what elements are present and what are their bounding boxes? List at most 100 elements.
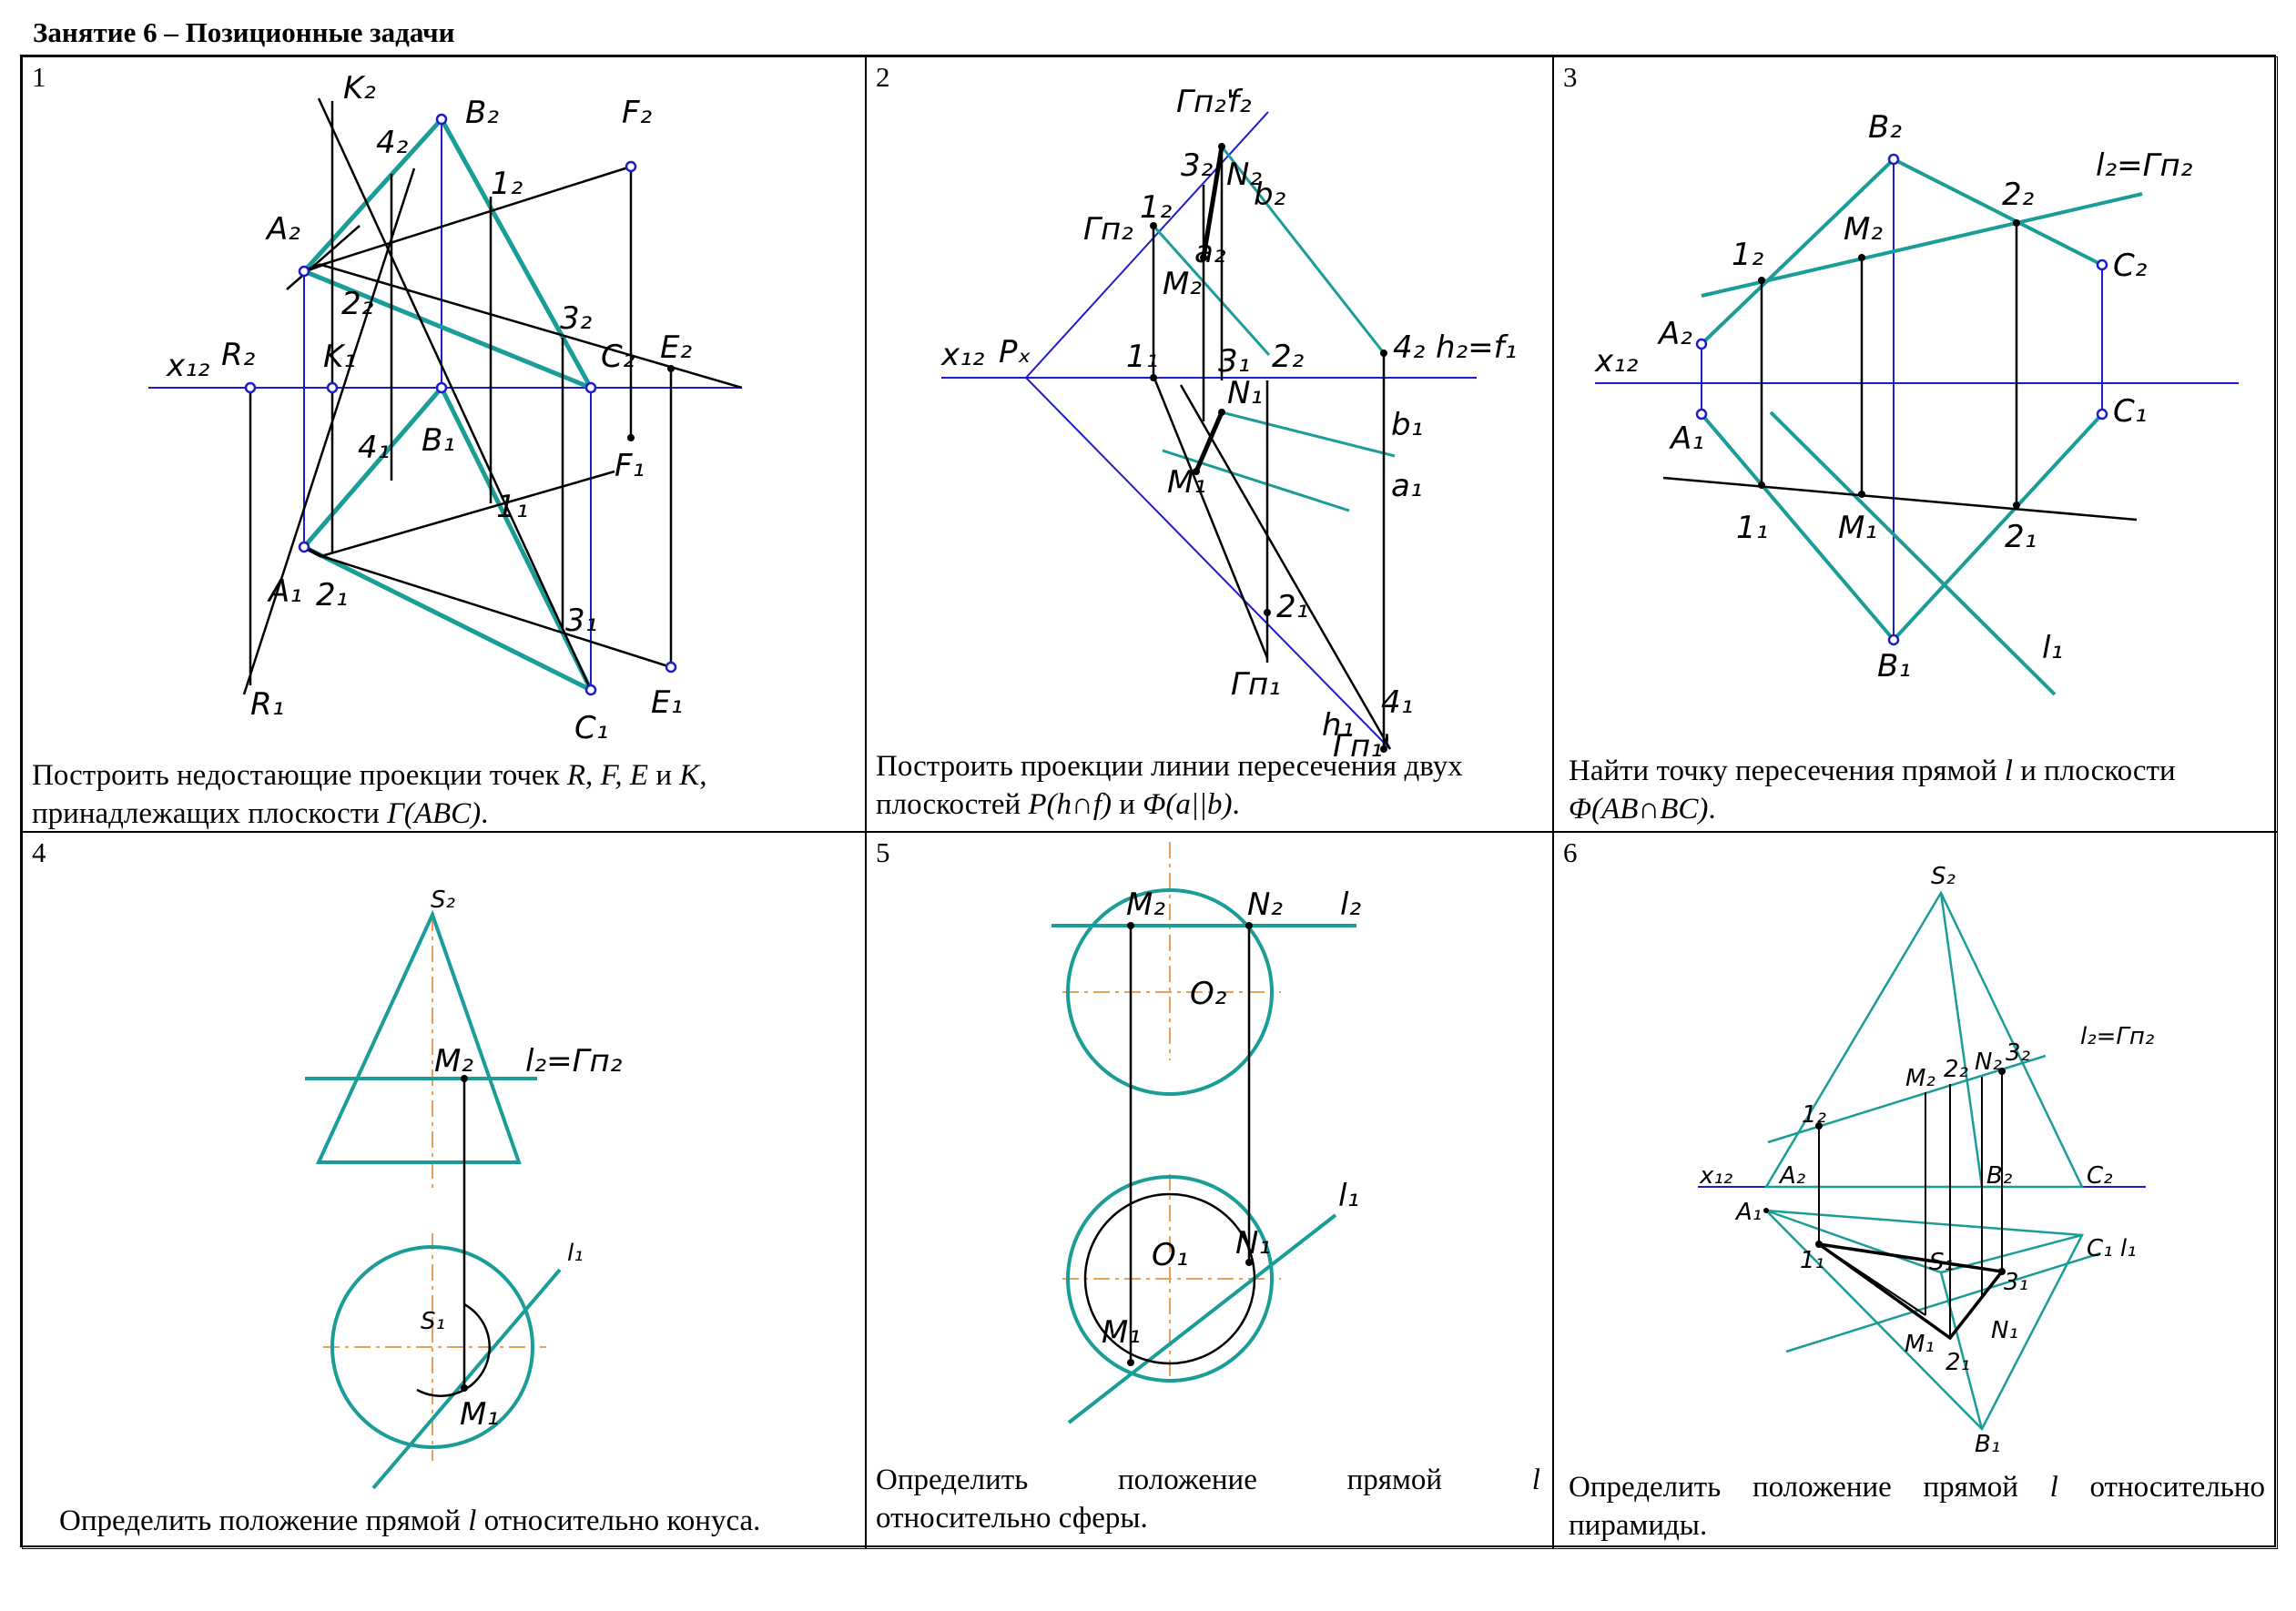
problem-1-drawing: K₂ B₂ F₂ 4₂ 1₂ A₂ 2₂ 3₂ C₂ E₂ x₁₂ R₂ K₁ … (148, 70, 743, 746)
plane-phi-lines (1152, 146, 1396, 512)
problems-grid: 1 (20, 55, 2278, 1549)
problem-5: 5 M₂ N₂ l₂ O₂ l₁ (866, 832, 1553, 1549)
label-K1: K₁ (323, 339, 356, 375)
construction-lines (1152, 147, 1392, 750)
label-2-2: 2₂ (1944, 1056, 1968, 1083)
center-lines (323, 915, 546, 1461)
label-N1: N₁ (1235, 1225, 1271, 1261)
label-M1: M₁ (1838, 510, 1877, 546)
line-b2 (1220, 146, 1386, 354)
line-l2 (1701, 192, 2143, 298)
label-S1: S₁ (1929, 1249, 1954, 1276)
label-K2: K₂ (343, 70, 376, 106)
label-C2: C₂ (2087, 1162, 2113, 1190)
problem-3-caption: Найти точку пересечения прямой l и плоск… (1569, 755, 2176, 826)
label-N1: N₁ (1991, 1317, 2018, 1344)
label-x12: x₁₂ (1594, 343, 1639, 380)
label-1-2: 1₂ (491, 166, 523, 202)
label-b2: b₂ (1254, 177, 1286, 213)
label-2-1: 2₁ (1276, 589, 1308, 625)
label-l1: l₁ (2042, 630, 2063, 666)
label-Gp2-prime: Γп₂' (1176, 84, 1234, 120)
label-a2: a₂ (1194, 234, 1226, 270)
label-F1: F₁ (615, 448, 645, 484)
label-l2: l₂ (1340, 887, 1361, 923)
label-l2-Gp2: l₂=Γп₂ (2080, 1023, 2154, 1050)
problem-4-drawing: S₂ M₂ l₂=Γп₂ S₁ M₁ l₁ (305, 887, 623, 1490)
label-C1: C₁ (2113, 393, 2147, 430)
problem-number: 4 (32, 836, 46, 868)
trace-h1 (1025, 377, 1391, 750)
line-l1 (1769, 410, 2057, 696)
label-b1: b₁ (1391, 407, 1423, 443)
point-markers (244, 113, 677, 696)
problem-number: 6 (1563, 836, 1578, 868)
label-A1: A₁ (267, 573, 302, 610)
problem-4: 4 S₂ M₂ l₂=Γп₂ S₁ M₁ l₁ (22, 832, 866, 1549)
label-l1: l₁ (1338, 1178, 1359, 1214)
label-Gp1: Γп₁ (1231, 666, 1281, 703)
label-C2: C₂ (601, 339, 635, 375)
pyramid-base-horizontal (1763, 1209, 2084, 1432)
label-O2: O₂ (1190, 976, 1227, 1012)
label-R1: R₁ (250, 686, 284, 723)
problem-6-caption: Определить положение прямой l относитель… (1569, 1471, 2265, 1543)
label-A1: A₁ (1734, 1199, 1762, 1226)
cone-base-circle (330, 1245, 534, 1449)
label-3-1: 3₁ (565, 603, 597, 639)
triangle-abc-horizontal (302, 383, 596, 695)
label-l1: l₁ (567, 1240, 584, 1267)
label-h2f1: h₂=f₁ (1436, 329, 1517, 366)
problem-2-caption: Построить проекции линии пересечения дву… (876, 750, 1463, 822)
label-4-2: 4₂ (1393, 329, 1426, 366)
label-M1: M₁ (460, 1396, 499, 1433)
problem-6: 6 (1553, 832, 2278, 1549)
label-2-2: 2₂ (1272, 339, 1305, 375)
label-B1: B₁ (1877, 648, 1911, 684)
section-polygon (1817, 1242, 2006, 1341)
problem-3-drawing: B₂ l₂=Γп₂ 2₂ M₂ 1₂ C₂ A₂ x₁₂ A₁ C₁ 1₁ M₁… (1594, 109, 2239, 696)
problem-1: 1 (22, 56, 866, 832)
label-2-2: 2₂ (2002, 177, 2035, 213)
label-Px: Pₓ (999, 334, 1031, 370)
label-A2: A₂ (265, 211, 300, 248)
label-M2: M₂ (434, 1043, 473, 1079)
label-x12: x₁₂ (166, 348, 210, 384)
label-2-1: 2₁ (1946, 1349, 1970, 1376)
section-circle (1083, 1192, 1256, 1365)
line-a1 (1162, 449, 1350, 512)
label-1-2: 1₂ (1732, 237, 1764, 273)
page-title: Занятие 6 – Позиционные задачи (33, 16, 455, 48)
line-a2 (1152, 225, 1271, 356)
label-S1: S₁ (421, 1308, 445, 1335)
label-x12: x₁₂ (940, 337, 985, 373)
line-l1 (1067, 1213, 1337, 1424)
label-A1: A₁ (1669, 420, 1704, 457)
label-3-1: 3₁ (2004, 1269, 2028, 1296)
label-2-1: 2₁ (2005, 519, 2037, 555)
label-1-2: 1₂ (1140, 189, 1173, 226)
problem-number: 2 (876, 61, 890, 93)
label-N2: N₂ (1247, 887, 1283, 923)
problem-1-caption: Построить недостающие проекции точек R, … (32, 759, 707, 831)
sphere-horizontal (1066, 1175, 1274, 1383)
section-arc (416, 1302, 491, 1397)
pyramid-frontal-outline (1763, 890, 2084, 1189)
triangle-abc (302, 115, 596, 695)
label-1-1: 1₁ (496, 489, 528, 525)
label-2-2: 2₂ (341, 286, 374, 322)
label-C1-l1: C₁ l₁ (2087, 1235, 2137, 1262)
line-l1 (371, 1268, 562, 1490)
label-h1: h₁ (1322, 707, 1354, 744)
label-1-1: 1₁ (1126, 339, 1158, 375)
triangle-abc-frontal (302, 115, 596, 392)
plane-phi (1700, 157, 2143, 696)
problem-3: 3 (1553, 56, 2278, 832)
label-M1: M₁ (1102, 1314, 1141, 1351)
label-Gp1-prime: Γп₁' (1333, 728, 1391, 765)
label-F2: F₂ (622, 95, 653, 131)
label-O1: O₁ (1152, 1237, 1188, 1273)
label-B2: B₂ (1868, 109, 1902, 146)
sphere-frontal (1066, 888, 1274, 1096)
label-B2: B₂ (465, 95, 499, 131)
